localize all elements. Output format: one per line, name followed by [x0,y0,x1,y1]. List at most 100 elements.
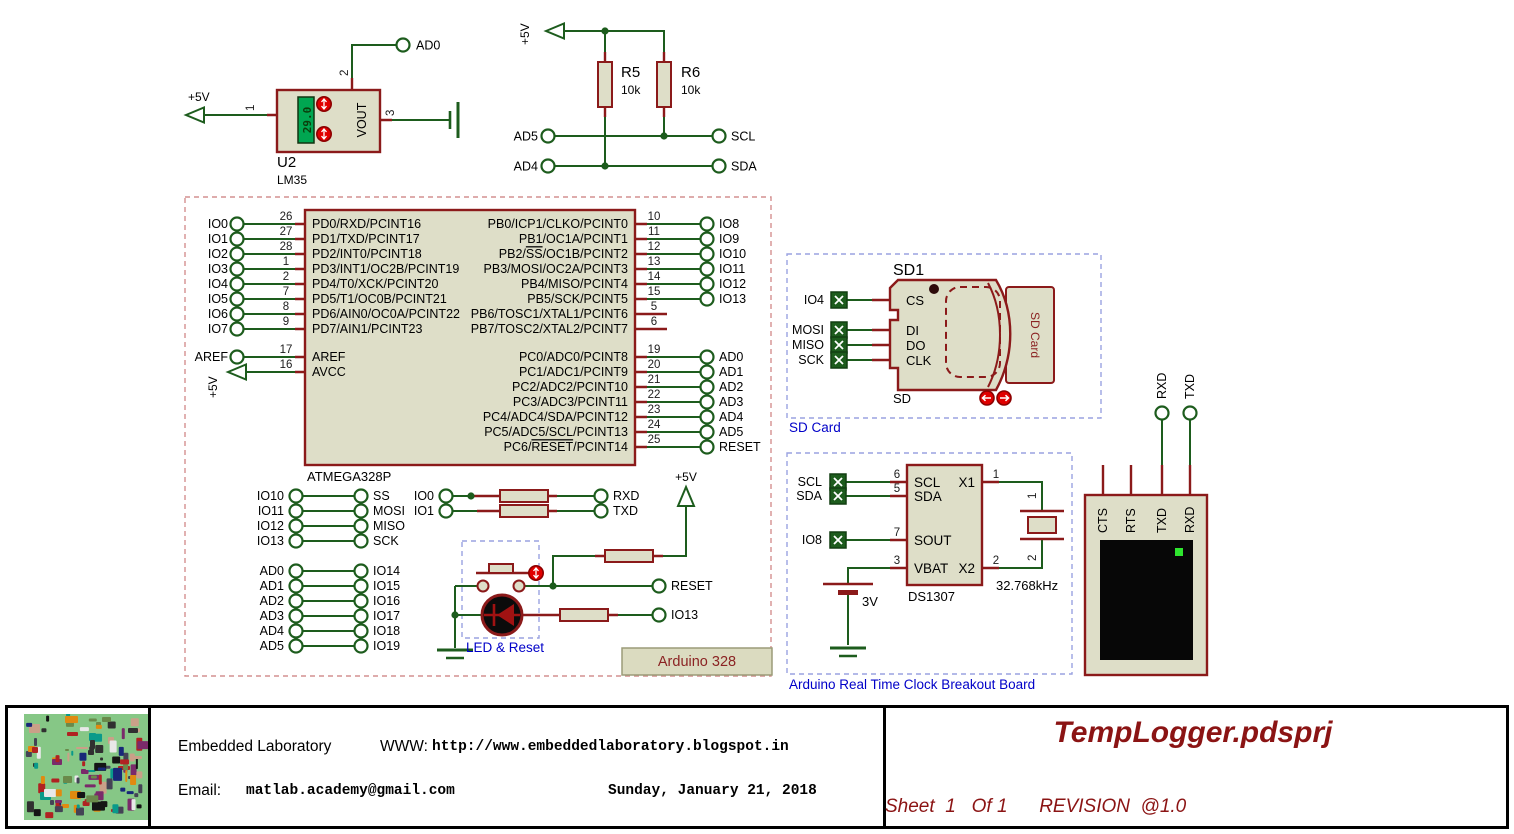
series-resistor[interactable] [499,489,549,503]
atmega328p-body[interactable] [303,208,637,467]
actuator-up-icon[interactable] [315,96,333,112]
sd-socket-body[interactable] [888,278,1012,392]
pin-name: CTS [1096,508,1110,533]
net-label: IO11 [719,262,745,276]
net-label: MOSI [373,504,405,518]
crystal-plate [1020,509,1064,541]
pin-name: PD2/INT0/PCINT18 [312,247,422,261]
pin-stub [635,222,667,449]
terminal [288,623,304,639]
terminal-rxd [1154,405,1170,421]
terminal-ad4 [699,409,715,425]
logo-photo [24,714,148,820]
sd-card-section: SD1 SD Card IO4 MOSI MISO SCK CS DI DO C… [786,253,1102,435]
terminal [353,563,369,579]
email-address[interactable]: matlab.academy@gmail.com [246,783,455,799]
pin-num: 9 [283,316,289,328]
virtual-terminal: RXD TXD CTS RTS TXD RXD [1083,373,1209,677]
arduino-328-section: ATMEGA328P +5V IO0 IO1 IO2 IO3 IO4 IO5 I… [184,196,773,677]
pin-name: PB6/TOSC1/XTAL1/PCINT6 [471,307,628,321]
pin-num: 21 [648,374,661,386]
net-label: IO11 [258,504,284,518]
pin-name: DO [906,338,926,353]
resistor-r5[interactable] [597,61,613,108]
terminal [353,593,369,609]
terminal-mosi [830,321,848,339]
terminal [353,503,369,519]
button-contact[interactable] [476,579,490,593]
ds1307-body[interactable] [905,463,984,587]
lm35-body[interactable] [275,88,382,154]
section-caption: LED & Reset [466,640,544,655]
part-value: 10k [621,83,641,97]
pin-num: 1 [245,105,257,111]
website-url[interactable]: http://www.embeddedlaboratory.blogspot.i… [432,739,789,755]
net-label: AD0 [260,564,284,578]
terminal-miso [830,336,848,354]
resistor-r6[interactable] [656,61,672,108]
terminal [288,638,304,654]
section-border [786,253,1102,419]
part-ref: R6 [681,64,700,81]
button-actuator-icon[interactable] [527,564,545,582]
net-label: IO8 [802,533,822,547]
push-button-cap[interactable] [488,563,514,574]
pin-name: PC5/ADC5/SCL/PCINT13 [484,425,628,439]
section-border [184,196,772,677]
pin-num: 22 [648,389,661,401]
terminal-ad1 [699,364,715,380]
junction-dot [451,611,459,619]
terminal-ad3 [699,394,715,410]
pin-name: SDA [914,489,942,504]
pin-num: 6 [651,316,657,328]
pin-name: PD6/AIN0/OC0A/PCINT22 [312,307,460,321]
terminal-scl [711,128,727,144]
pin-name: PC0/ADC0/PCINT8 [519,350,628,364]
net-label: IO13 [719,292,746,306]
terminal [288,533,304,549]
led-resistor[interactable] [559,608,609,622]
net-label: TXD [613,504,638,518]
terminal-io13 [651,607,667,623]
part-name: DS1307 [908,589,955,604]
pin-name: AVCC [312,365,346,379]
pin-stub [603,52,666,117]
series-resistor[interactable] [499,504,549,518]
pin-name: RTS [1124,508,1138,533]
part-sub-label: SD [893,391,911,406]
net-label: IO2 [208,247,228,261]
actuator-left-icon[interactable] [979,390,995,406]
net-label: IO17 [373,609,400,623]
pin-name: X1 [958,475,975,490]
button-contact[interactable] [512,579,526,593]
pin-num: 12 [648,241,661,253]
net-label: IO18 [373,624,400,638]
net-label: AD5 [260,639,284,653]
pin-name: RXD [1183,507,1197,533]
terminal-reset [651,578,667,594]
pin-num: 8 [283,301,289,313]
divider [883,708,886,826]
terminal [288,563,304,579]
net-label: SS [373,489,390,503]
net-label: IO10 [719,247,746,261]
junction-dot [601,27,609,35]
serial-link: IO0 IO1 RXD TXD [414,488,639,519]
actuator-right-icon[interactable] [996,390,1012,406]
terminal-screen[interactable] [1100,540,1193,660]
terminal-io0 [438,488,454,504]
reset-pullup-resistor[interactable] [604,549,654,563]
junction-dot [549,582,557,590]
wire [302,570,355,647]
terminal-ad0 [395,37,411,53]
actuator-down-icon[interactable] [315,126,333,142]
crystal-body[interactable] [1027,516,1057,534]
pin-stub [295,222,305,374]
wire [647,223,701,448]
pin-name: PD5/T1/OC0B/PCINT21 [312,292,447,306]
section-label: Arduino 328 [658,654,736,670]
pin-name: VOUT [355,102,369,137]
pin-name: PC4/ADC4/SDA/PCINT12 [483,410,628,424]
wire [846,481,1043,645]
terminal [353,608,369,624]
